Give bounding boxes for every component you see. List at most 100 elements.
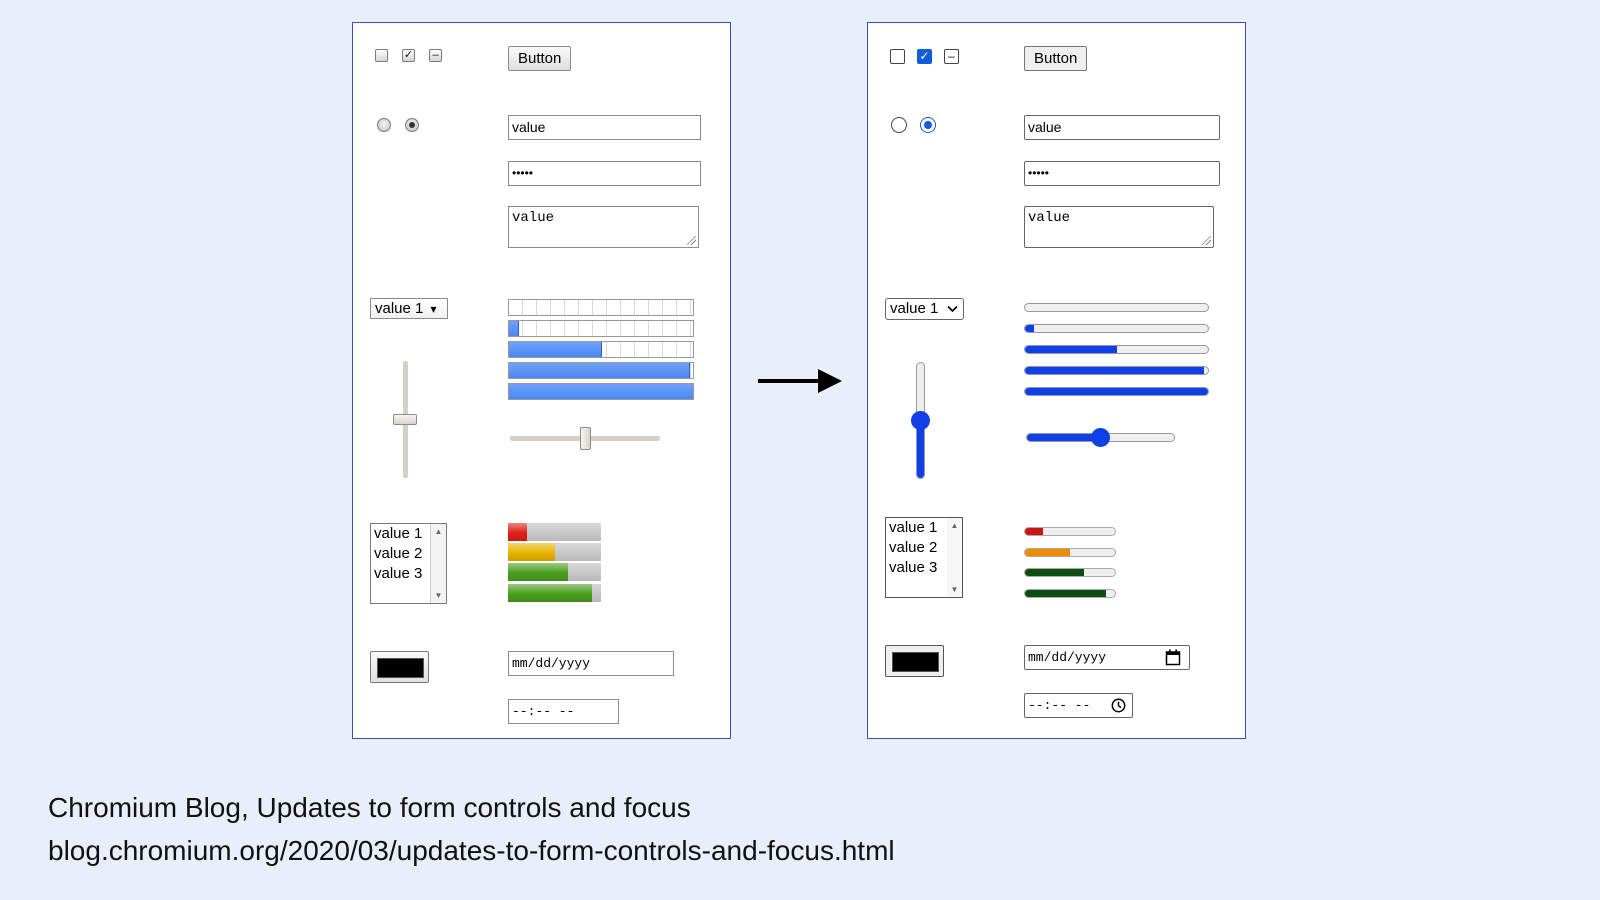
- calendar-icon[interactable]: [1165, 649, 1181, 666]
- vertical-slider-fill: [917, 420, 924, 478]
- progress-fill: [1025, 367, 1205, 374]
- meter-fill: [1025, 590, 1106, 597]
- checkbox-checked[interactable]: ✓: [917, 49, 932, 64]
- old-controls-panel: ✓ – Button value ••••• value value 1 ▾ v…: [352, 22, 731, 739]
- progress-bar-4: [508, 362, 694, 379]
- progress-bar-4: [1024, 366, 1209, 375]
- textarea-text: value: [1028, 210, 1071, 226]
- password-input[interactable]: •••••: [1024, 161, 1220, 186]
- color-swatch: [377, 658, 424, 678]
- scroll-down-icon[interactable]: ▼: [950, 585, 959, 594]
- chevron-down-icon: [946, 305, 958, 313]
- progress-bar-2: [508, 320, 694, 337]
- radio-unselected[interactable]: [377, 118, 391, 132]
- listbox-option[interactable]: value 3: [374, 565, 423, 582]
- progress-bar-3: [1024, 345, 1209, 354]
- progress-bar-3: [508, 341, 694, 358]
- meter-fill: [1025, 569, 1084, 576]
- horizontal-slider-thumb[interactable]: [579, 427, 591, 450]
- progress-bar-5: [1024, 387, 1209, 396]
- time-input[interactable]: --:-- --: [1024, 693, 1133, 718]
- caption-url: blog.chromium.org/2020/03/updates-to-for…: [48, 835, 895, 866]
- scroll-down-icon[interactable]: ▼: [434, 591, 443, 600]
- horizontal-slider-fill: [1027, 434, 1101, 441]
- date-input[interactable]: mm/dd/yyyy: [508, 651, 674, 676]
- arrow-right-icon: [758, 379, 822, 383]
- arrow-head-icon: [818, 369, 842, 393]
- radio-selected[interactable]: [920, 117, 936, 133]
- meter-4: [508, 584, 601, 602]
- date-input[interactable]: mm/dd/yyyy: [1024, 645, 1190, 670]
- textarea-text: value: [512, 210, 555, 226]
- meter-2: [508, 543, 601, 561]
- progress-fill: [509, 321, 520, 336]
- progress-bar-2: [1024, 324, 1209, 333]
- progress-fill: [1025, 346, 1117, 353]
- button[interactable]: Button: [1024, 46, 1088, 71]
- progress-fill: [509, 342, 602, 357]
- button[interactable]: Button: [508, 46, 572, 71]
- new-controls-panel: ✓ – Button value ••••• value value 1 val…: [867, 22, 1246, 739]
- checkbox-unchecked[interactable]: [375, 49, 388, 62]
- meter-fill: [1025, 528, 1043, 535]
- textarea[interactable]: value: [1024, 206, 1214, 248]
- meter-3: [1024, 568, 1116, 577]
- listbox-option[interactable]: value 1: [889, 519, 938, 536]
- listbox[interactable]: value 1 value 2 value 3 ▲ ▼: [370, 523, 447, 604]
- meter-4: [1024, 589, 1116, 598]
- progress-fill: [1025, 325, 1035, 332]
- checkbox-unchecked[interactable]: [890, 49, 905, 64]
- color-picker[interactable]: [370, 651, 429, 683]
- listbox[interactable]: value 1 value 2 value 3 ▲ ▼: [885, 517, 963, 598]
- meter-1: [1024, 527, 1116, 536]
- meter-1: [508, 523, 601, 541]
- listbox-scrollbar[interactable]: ▲ ▼: [430, 524, 446, 603]
- checkbox-checked[interactable]: ✓: [402, 49, 415, 62]
- vertical-slider-thumb[interactable]: [393, 414, 417, 425]
- listbox-option[interactable]: value 3: [889, 559, 938, 576]
- listbox-option[interactable]: value 2: [374, 545, 423, 562]
- progress-bar-1: [508, 299, 694, 316]
- vertical-slider-thumb[interactable]: [911, 411, 930, 430]
- select-dropdown[interactable]: value 1: [885, 298, 964, 320]
- text-input[interactable]: value: [1024, 115, 1220, 140]
- checkbox-indeterminate[interactable]: –: [944, 49, 959, 64]
- time-placeholder: --:-- --: [1028, 698, 1091, 713]
- progress-fill: [509, 363, 691, 378]
- time-input[interactable]: --:-- --: [508, 699, 619, 724]
- text-input[interactable]: value: [508, 115, 701, 140]
- meter-fill: [508, 584, 592, 602]
- listbox-scrollbar[interactable]: ▲ ▼: [947, 518, 962, 597]
- textarea[interactable]: value: [508, 206, 699, 248]
- meter-fill: [508, 523, 527, 541]
- meter-fill: [508, 543, 555, 561]
- resize-grip-icon[interactable]: [1202, 236, 1211, 245]
- scroll-up-icon[interactable]: ▲: [950, 521, 959, 530]
- scroll-up-icon[interactable]: ▲: [434, 527, 443, 536]
- select-value: value 1: [375, 300, 424, 317]
- progress-bar-1: [1024, 303, 1209, 312]
- progress-bar-5: [508, 383, 694, 400]
- clock-icon[interactable]: [1111, 698, 1126, 713]
- progress-fill: [509, 384, 693, 399]
- password-input[interactable]: •••••: [508, 161, 701, 186]
- dropdown-arrow-icon: ▾: [430, 302, 437, 316]
- caption-title: Chromium Blog, Updates to form controls …: [48, 792, 691, 823]
- select-value: value 1: [890, 300, 939, 317]
- progress-fill: [1025, 388, 1208, 395]
- listbox-option[interactable]: value 2: [889, 539, 938, 556]
- meter-3: [508, 563, 601, 581]
- select-dropdown[interactable]: value 1 ▾: [370, 298, 448, 319]
- date-placeholder: mm/dd/yyyy: [1028, 650, 1107, 665]
- meter-2: [1024, 548, 1116, 557]
- meter-fill: [1025, 549, 1070, 556]
- resize-grip-icon[interactable]: [687, 236, 696, 245]
- horizontal-slider-thumb[interactable]: [1091, 428, 1110, 447]
- checkbox-indeterminate[interactable]: –: [429, 49, 442, 62]
- color-swatch: [892, 652, 939, 672]
- color-picker[interactable]: [885, 645, 944, 677]
- meter-fill: [508, 563, 569, 581]
- listbox-option[interactable]: value 1: [374, 525, 423, 542]
- radio-selected[interactable]: [405, 118, 419, 132]
- radio-unselected[interactable]: [891, 117, 907, 133]
